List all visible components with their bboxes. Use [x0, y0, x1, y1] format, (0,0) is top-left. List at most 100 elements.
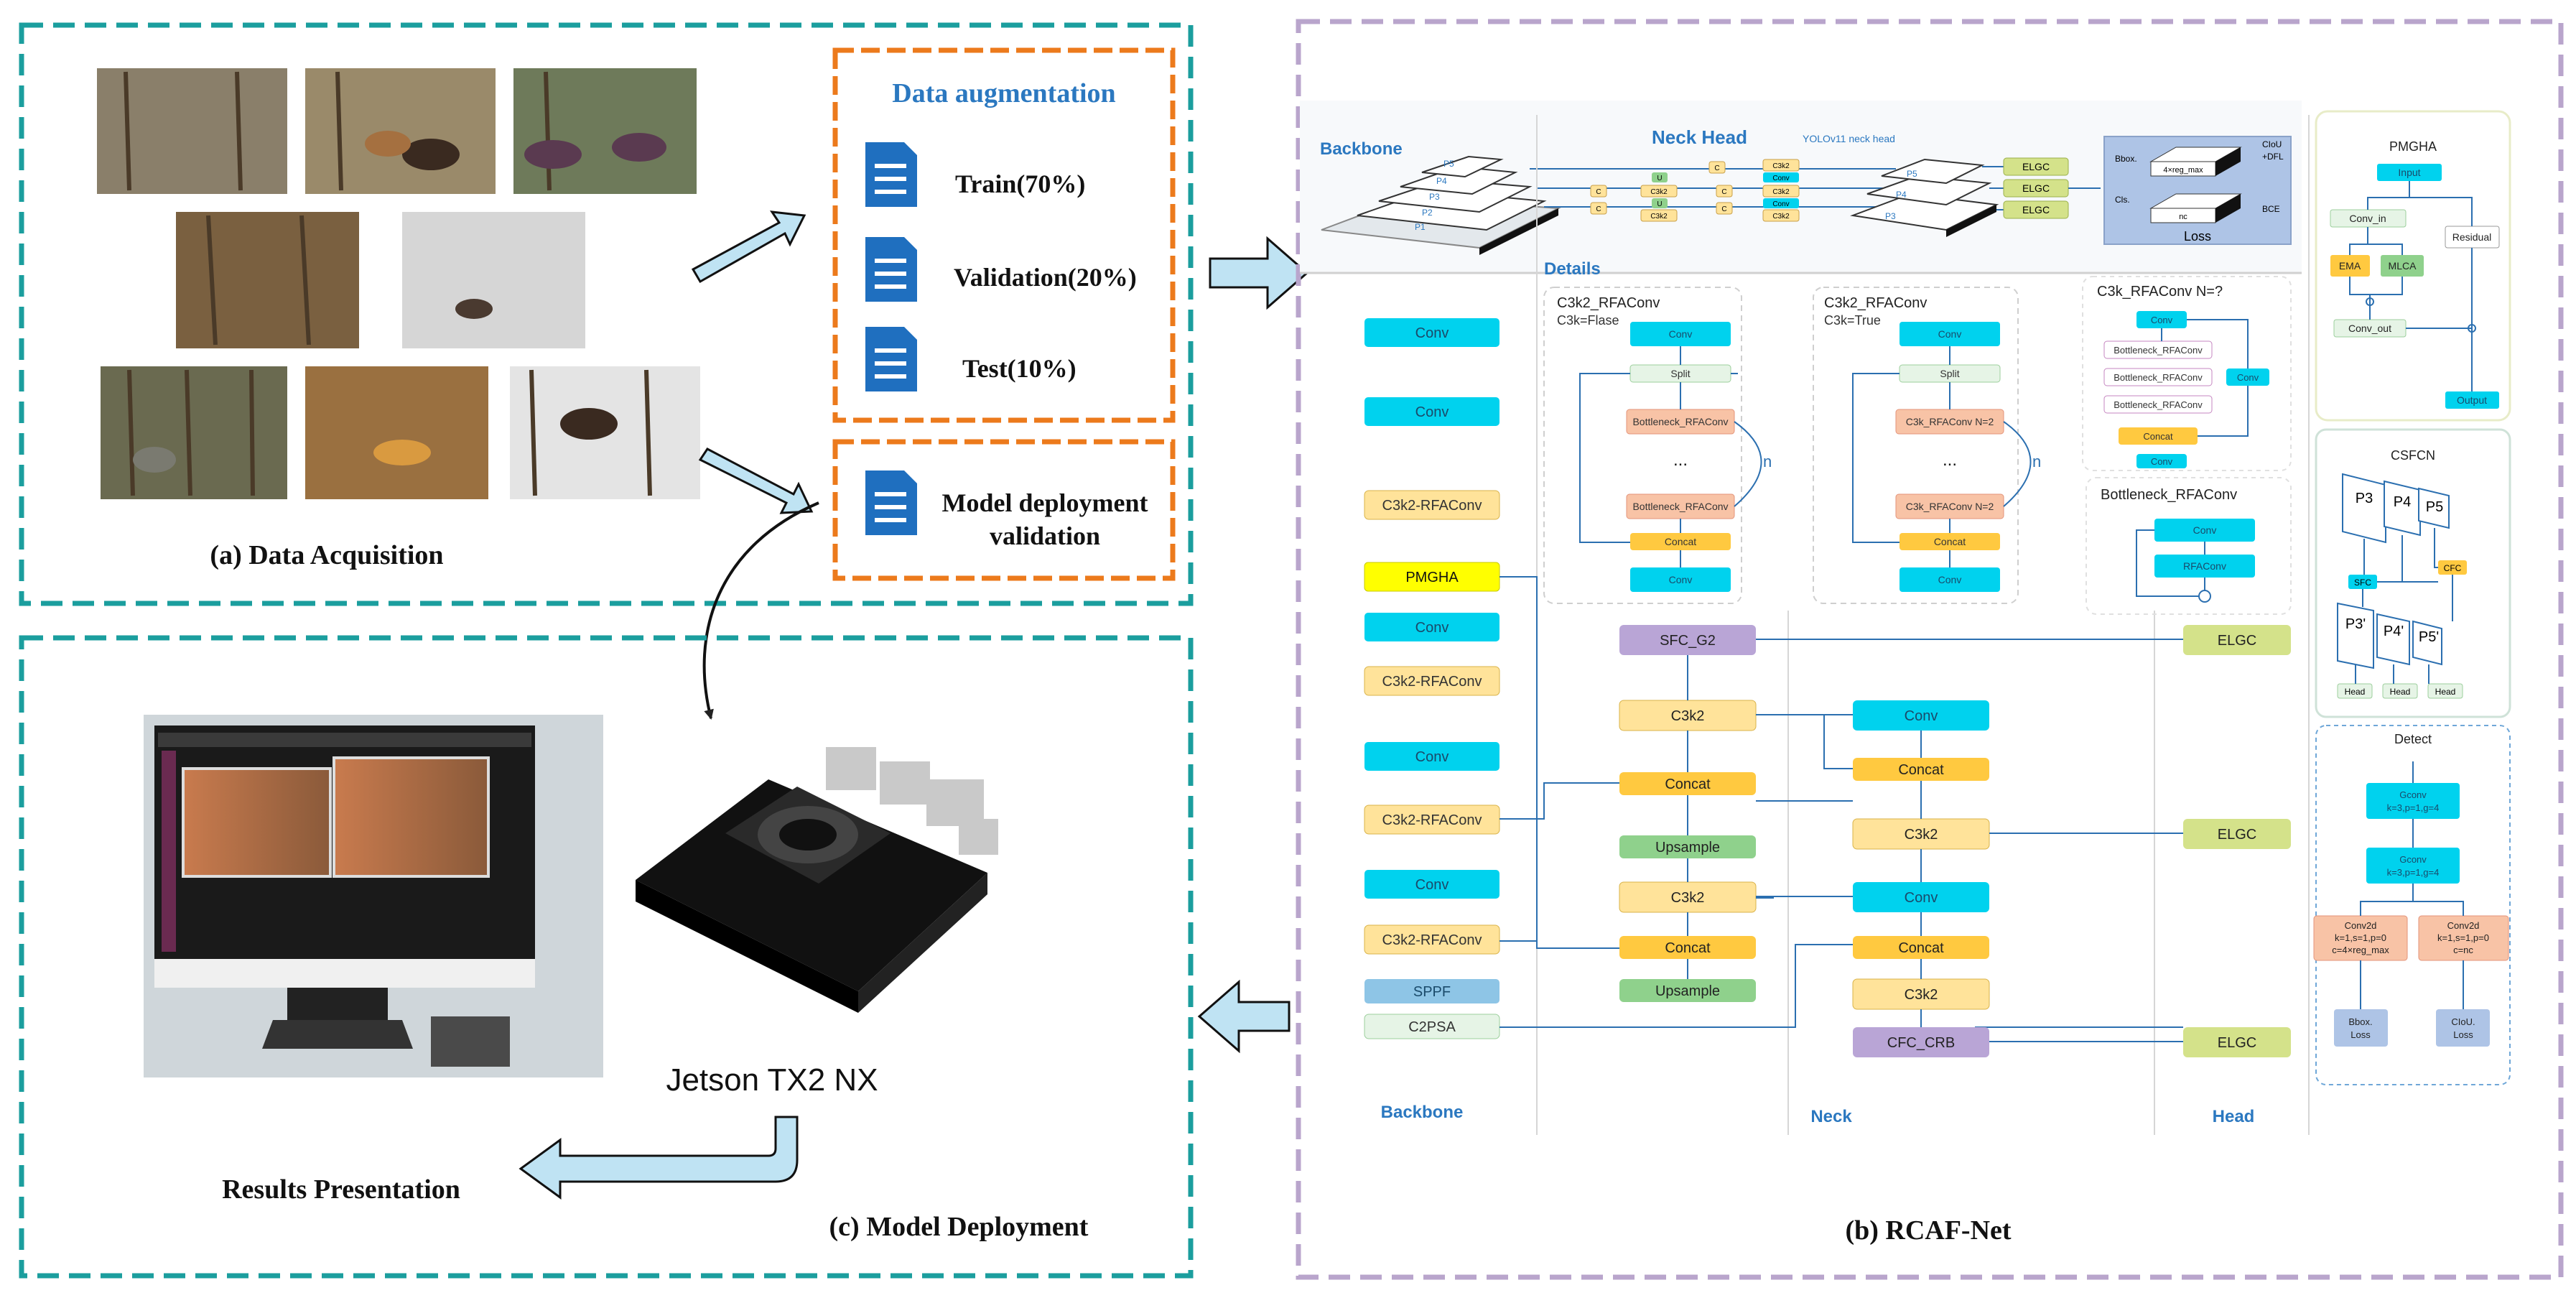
document-icon — [865, 142, 917, 207]
backbone-block: C3k2-RFAConv — [1382, 932, 1482, 948]
arrow-to-deployment — [1197, 979, 1291, 1054]
loss-nc: nc — [2179, 213, 2187, 221]
detail-block: C3k_RFAConv N=2 — [1906, 501, 1994, 512]
mini-c3k2: C3k2 — [1650, 188, 1668, 196]
neck-block: SFC_G2 — [1660, 633, 1716, 649]
detail-sub: C3k=True — [1824, 313, 1881, 328]
csfcn-cfc: CFC — [2444, 563, 2462, 573]
detail-block: Conv — [2151, 315, 2173, 325]
pyr-label: P4 — [1436, 176, 1447, 186]
detail-title: Bottleneck_RFAConv — [2101, 487, 2237, 503]
pmgha-block: Residual — [2452, 231, 2491, 243]
detail-n: n — [1763, 453, 1772, 470]
detect-block: Conv2d — [2345, 920, 2377, 931]
loss-bce: BCE — [2262, 204, 2280, 214]
pmgha-title: PMGHA — [2389, 139, 2437, 154]
detail-block: Conv — [1669, 574, 1693, 585]
detail-block: Bottleneck_RFAConv — [1632, 501, 1728, 512]
split-label: Train(70%) — [955, 170, 1085, 198]
panel-b-frame — [1296, 19, 2564, 1280]
document-icon — [865, 470, 917, 535]
detail-bottleneck — [2086, 477, 2292, 615]
panel-c-caption: (c) Model Deployment — [829, 1212, 1089, 1242]
mini-conv: Conv — [1772, 175, 1789, 182]
detail-block: Bottleneck_RFAConv — [2114, 345, 2203, 356]
loss-cls: Cls. — [2115, 195, 2130, 205]
detail-block: Bottleneck_RFAConv — [1632, 416, 1728, 427]
top-neck-head-label: Neck Head — [1652, 126, 1747, 148]
detect-block: Gconv — [2399, 789, 2427, 800]
split-test: Test(10%) — [865, 327, 1077, 391]
pmgha-block: Output — [2457, 394, 2487, 406]
wildlife-photo — [513, 68, 697, 194]
panel-a-caption: (a) Data Acquisition — [210, 540, 443, 570]
jetson-board-photo — [636, 747, 998, 1013]
detail-block: Concat — [1665, 536, 1696, 547]
details-label: Details — [1544, 259, 1601, 279]
detect-title: Detect — [2394, 732, 2432, 746]
backbone-block: Conv — [1415, 877, 1449, 893]
mini-c3k2: C3k2 — [1772, 188, 1790, 196]
neck-block: Concat — [1898, 940, 1944, 956]
pmgha-block: Conv_out — [2348, 323, 2391, 334]
pmgha-panel — [2315, 110, 2511, 422]
csfcn-pp: P3' — [2345, 616, 2366, 632]
neck-block: Conv — [1905, 890, 1938, 906]
mini-c3k2: C3k2 — [1772, 162, 1790, 170]
csfcn-title: CSFCN — [2391, 448, 2435, 463]
loss-dfl: +DFL — [2262, 152, 2284, 162]
head-elgc: ELGC — [2218, 827, 2256, 843]
backbone-block: Conv — [1415, 749, 1449, 765]
neck-block: CFC_CRB — [1887, 1035, 1955, 1051]
monitor-photo — [144, 715, 603, 1077]
mini-c3k2: C3k2 — [1772, 213, 1790, 221]
mini-c: C — [1721, 205, 1726, 213]
backbone-block: SPPF — [1413, 984, 1451, 1000]
top-backbone-label: Backbone — [1320, 139, 1403, 159]
csfcn-pp: P4' — [2384, 623, 2404, 639]
backbone-block: Conv — [1415, 620, 1449, 636]
detail-block: C3k_RFAConv N=2 — [1906, 416, 1994, 427]
detail-c3k2-true — [1813, 287, 2019, 604]
backbone-block: C3k2-RFAConv — [1382, 674, 1482, 690]
csfcn-pp: P5' — [2419, 629, 2439, 645]
detect-block: CIoU. — [2451, 1016, 2475, 1027]
mini-c: C — [1714, 164, 1719, 172]
neck-block: C3k2 — [1671, 708, 1705, 724]
detail-sub: C3k=Flase — [1557, 313, 1619, 328]
neck-block: C3k2 — [1671, 890, 1705, 906]
results-label: Results Presentation — [222, 1174, 460, 1205]
detect-block: Bbox. — [2348, 1016, 2372, 1027]
detail-title: C3k2_RFAConv — [1824, 295, 1927, 311]
detail-block: Conv — [1669, 328, 1693, 340]
detect-block: k=1,s=1,p=0 — [2437, 932, 2489, 943]
neck-block: Concat — [1898, 762, 1944, 778]
detail-block: Split — [1940, 368, 1959, 379]
detect-block: k=1,s=1,p=0 — [2335, 932, 2386, 943]
device-label: Jetson TX2 NX — [666, 1062, 878, 1098]
detail-title: C3k_RFAConv N=? — [2097, 284, 2223, 300]
detect-block: Loss — [2453, 1029, 2473, 1040]
neck-block: Concat — [1665, 777, 1711, 792]
detail-block: Conv — [1938, 328, 1962, 340]
pyr-label: P1 — [1415, 222, 1426, 232]
bottom-label-backbone: Backbone — [1381, 1103, 1464, 1122]
wildlife-photo — [305, 366, 488, 499]
detail-block: Concat — [2143, 431, 2173, 442]
backbone-block: Conv — [1415, 325, 1449, 341]
arrow-to-augmentation — [691, 210, 806, 284]
backbone-block: C3k2-RFAConv — [1382, 812, 1482, 828]
detail-block: Conv — [2151, 456, 2173, 467]
detect-block: k=3,p=1,g=4 — [2387, 867, 2440, 878]
csfcn-p: P3 — [2356, 491, 2373, 506]
backbone-block: Conv — [1415, 404, 1449, 420]
detect-block: Gconv — [2399, 854, 2427, 865]
pyr-label: P3 — [1429, 192, 1440, 202]
wildlife-photo — [176, 212, 359, 348]
neck-block: Conv — [1905, 708, 1938, 724]
pmgha-block: Conv_in — [2349, 213, 2386, 224]
head-elgc: ELGC — [2218, 633, 2256, 649]
pyr-label: P5 — [1443, 159, 1454, 169]
detail-block: Conv — [2193, 524, 2217, 536]
detail-dots: ... — [1943, 450, 1957, 470]
